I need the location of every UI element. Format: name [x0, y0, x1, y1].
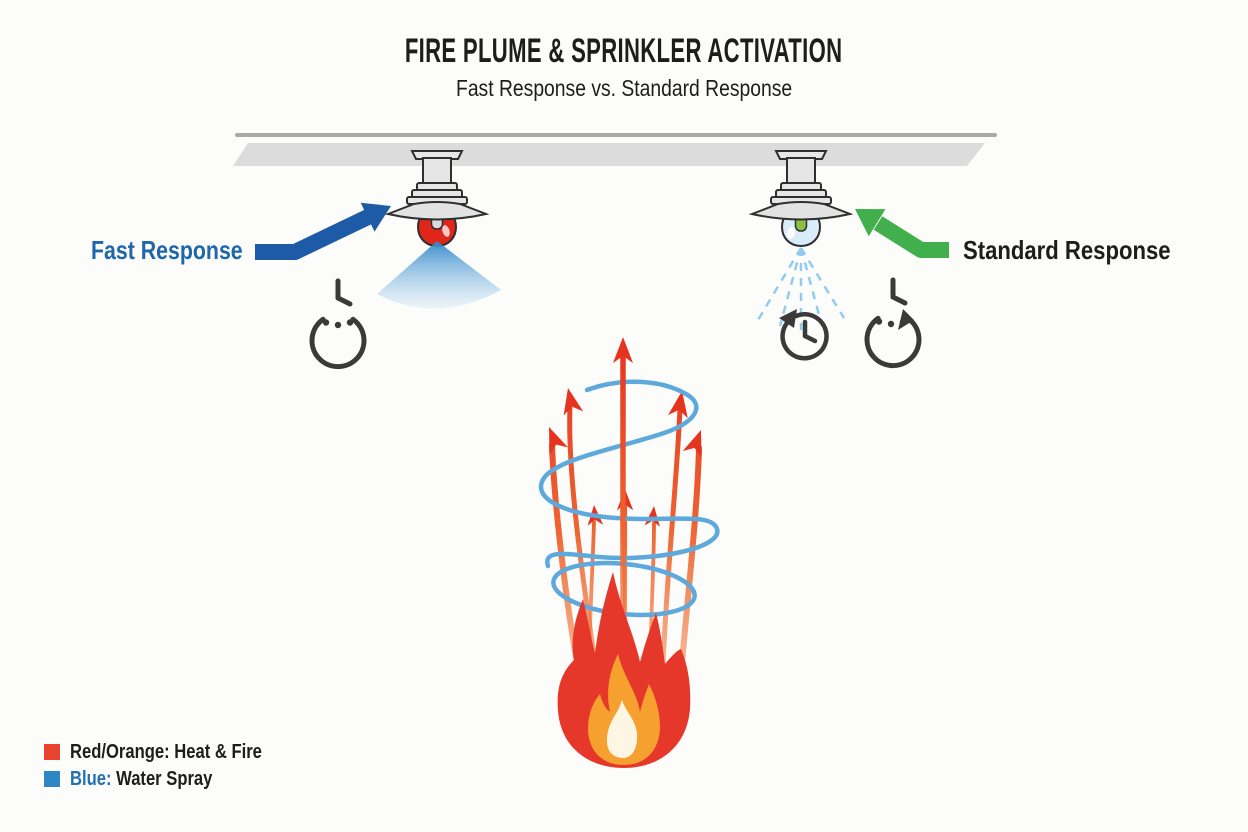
clock-short-time-icon: [309, 278, 367, 370]
legend-water-prefix: Blue:: [70, 768, 112, 790]
header: FIRE PLUME & SPRINKLER ACTIVATION Fast R…: [0, 34, 1248, 100]
blue-swatch: [44, 771, 60, 787]
fire-flame-icon: [557, 572, 691, 768]
legend-heat-prefix: Red/Orange:: [70, 741, 170, 763]
red-swatch: [44, 744, 60, 760]
standard-response-arrow: [855, 209, 949, 258]
dashed-spray-icon: [756, 247, 846, 330]
standard-response-label: Standard Response: [963, 235, 1171, 265]
clock-elapsed-arrow-icon: [864, 277, 922, 369]
standard-sprinkler-icon: [748, 150, 854, 248]
legend-item-water-spray: Blue:Water Spray: [44, 768, 301, 790]
ceiling: [233, 133, 997, 166]
page-title: FIRE PLUME & SPRINKLER ACTIVATION: [405, 32, 843, 70]
legend-item-heat-fire: Red/Orange:Heat & Fire: [44, 741, 301, 763]
fast-response-arrow: [255, 202, 391, 260]
page-subtitle: Fast Response vs. Standard Response: [455, 75, 793, 101]
legend-water-text: Water Spray: [116, 768, 213, 790]
legend: Red/Orange:Heat & Fire Blue:Water Spray: [44, 741, 301, 790]
fast-response-label: Fast Response: [91, 235, 243, 265]
clock-waiting-arrow-icon: [779, 309, 829, 361]
water-spray-cone-icon: [377, 241, 501, 309]
legend-heat-text: Heat & Fire: [174, 741, 262, 763]
